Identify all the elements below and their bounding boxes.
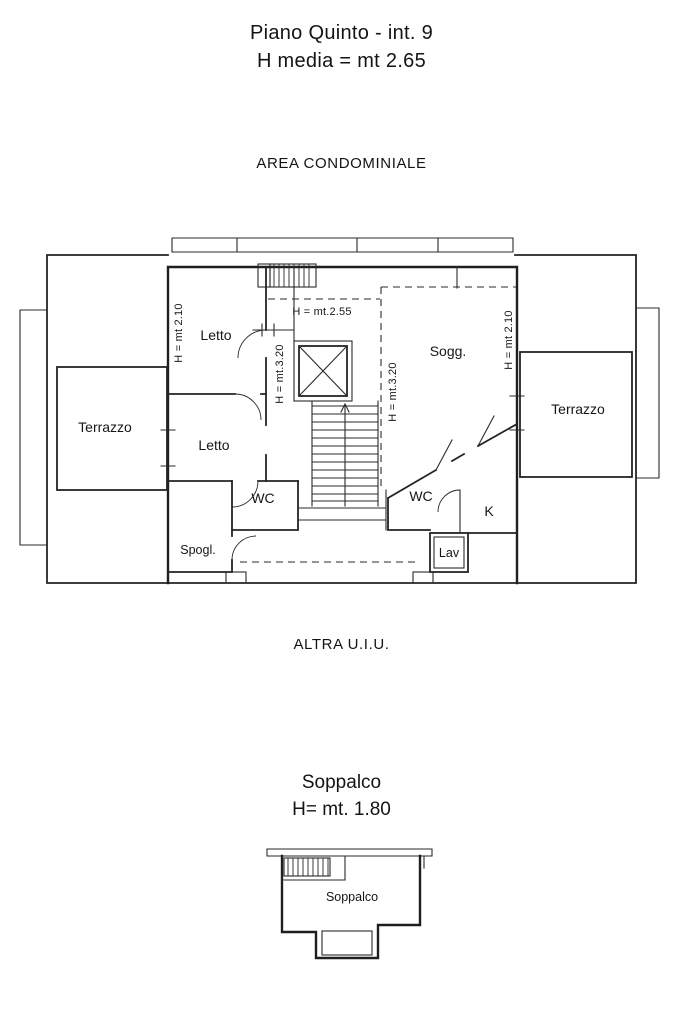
height-label-stair-b: H = mt.3.20 bbox=[387, 362, 399, 421]
facade-band bbox=[171, 237, 514, 253]
staircase bbox=[297, 400, 387, 531]
page-title: Piano Quinto - int. 9 bbox=[249, 22, 434, 44]
room-label-wc-left: WC bbox=[251, 490, 274, 506]
room-label-terrazzo-right: Terrazzo bbox=[551, 401, 605, 417]
room-label-letto-middle: Letto bbox=[198, 437, 229, 453]
interior-walls bbox=[167, 266, 458, 573]
room-label-terrazzo-left: Terrazzo bbox=[78, 419, 132, 435]
height-change-lines bbox=[240, 286, 516, 563]
soppalco-top-band bbox=[266, 848, 433, 869]
height-label-center: H = mt.2.55 bbox=[292, 306, 351, 318]
soppalco-stairs-icon bbox=[283, 855, 346, 881]
room-label-soggiorno: Sogg. bbox=[430, 343, 467, 359]
kitchen-zone-walls bbox=[386, 415, 519, 573]
soppalco-height-label: H= mt. 1.80 bbox=[292, 799, 391, 820]
soppalco-walls bbox=[280, 854, 422, 960]
height-label-left: H = mt 2.10 bbox=[173, 303, 185, 362]
altra-uiu-label: ALTRA U.I.U. bbox=[293, 636, 390, 653]
main-floor-plan: Terrazzo Letto Letto WC Spogl. Sogg. WC … bbox=[19, 237, 660, 585]
soppalco-plan: Soppalco bbox=[266, 848, 433, 960]
elevator-shaft bbox=[293, 340, 353, 402]
bottom-wall-details bbox=[225, 571, 434, 584]
height-label-right: H = mt 2.10 bbox=[503, 310, 515, 369]
room-label-cucina: K bbox=[484, 503, 494, 519]
area-condominiale-label: AREA CONDOMINIALE bbox=[256, 155, 427, 172]
soppalco-title: Soppalco bbox=[301, 772, 382, 793]
room-label-lavanderia: Lav bbox=[439, 546, 460, 560]
room-label-letto-top: Letto bbox=[200, 327, 231, 343]
height-label-stair-a: H = mt.3.20 bbox=[274, 344, 286, 403]
outer-envelope bbox=[19, 254, 660, 584]
terrace-left bbox=[56, 366, 176, 491]
room-label-wc-right: WC bbox=[409, 488, 432, 504]
page-subtitle: H media = mt 2.65 bbox=[256, 50, 427, 72]
terrace-right bbox=[509, 351, 633, 478]
room-label-soppalco: Soppalco bbox=[326, 890, 378, 904]
room-label-spogliatoio: Spogl. bbox=[180, 543, 215, 557]
